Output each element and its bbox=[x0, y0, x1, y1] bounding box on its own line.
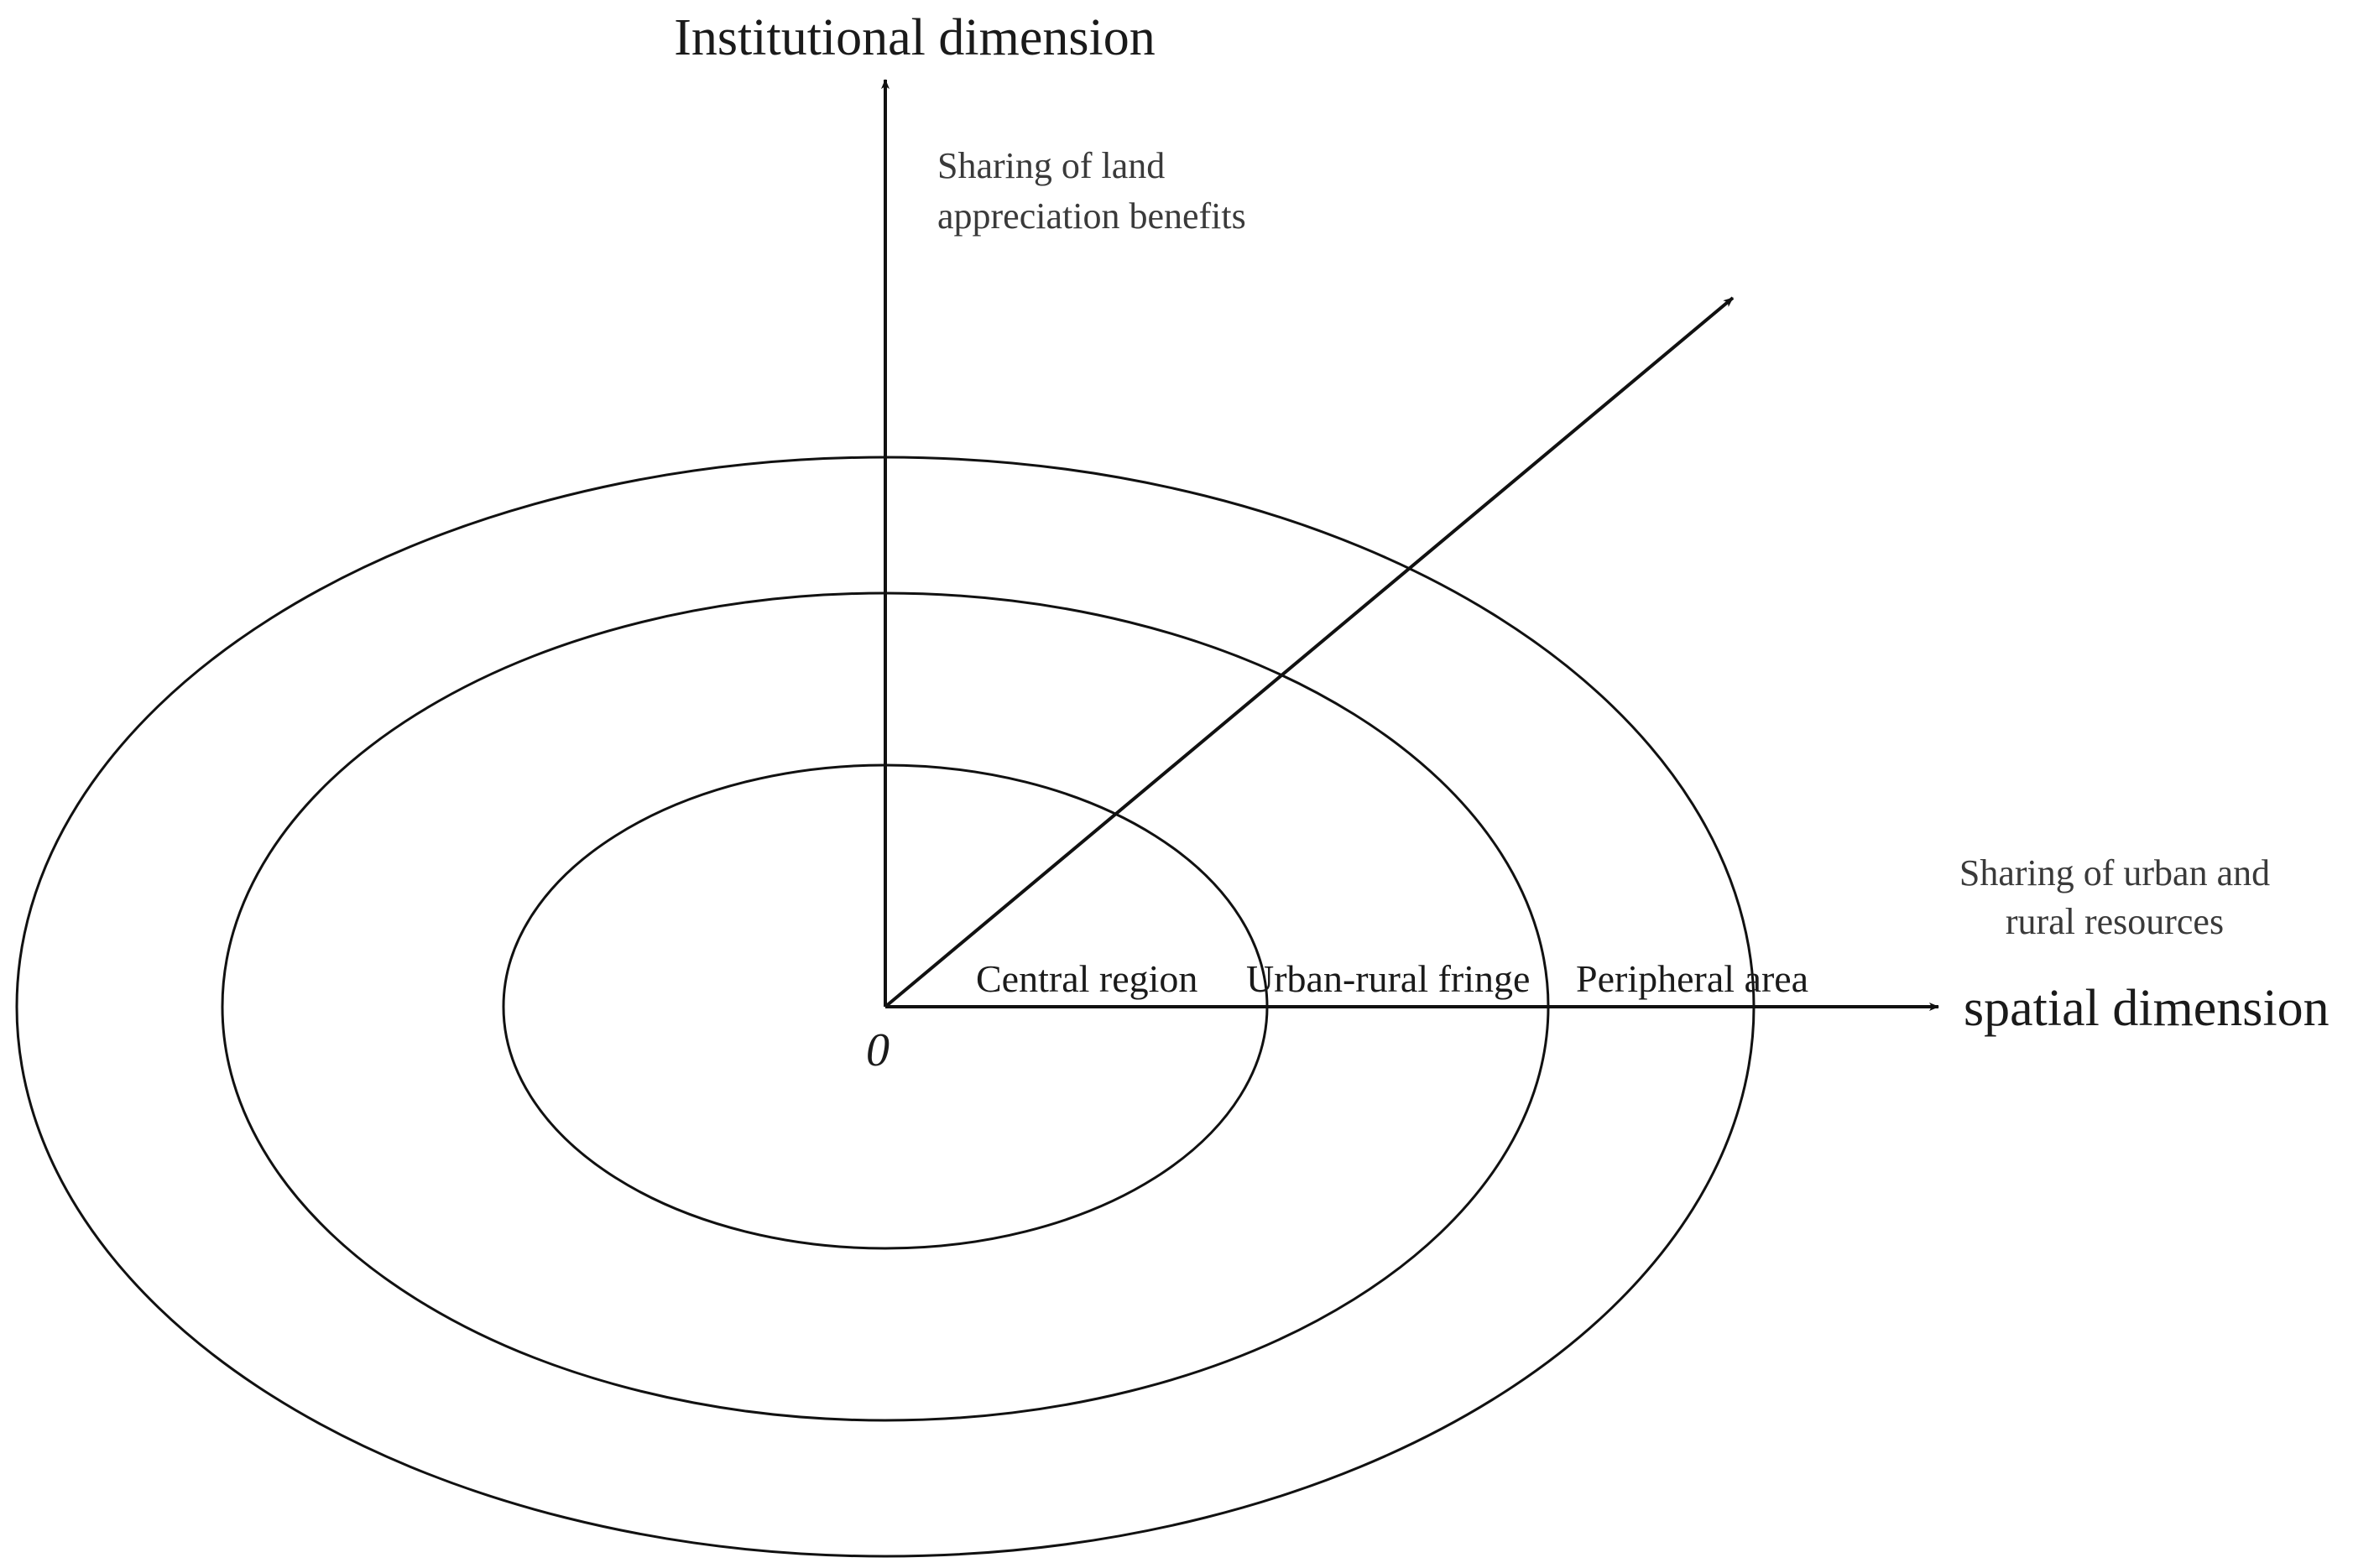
region-label-central: Central region bbox=[976, 957, 1197, 1000]
vertical-axis-subtitle-line-2: appreciation benefits bbox=[937, 195, 1246, 237]
horizontal-axis-subtitle-line-2: rural resources bbox=[2006, 901, 2224, 942]
horizontal-axis-subtitle-line-1: Sharing of urban and bbox=[1959, 852, 2270, 893]
origin-label: 0 bbox=[866, 1024, 890, 1076]
vertical-axis-subtitle-line-1: Sharing of land bbox=[937, 145, 1165, 186]
region-label-fringe: Urban-rural fringe bbox=[1246, 957, 1530, 1000]
vertical-axis-title: Institutional dimension bbox=[674, 9, 1155, 66]
region-label-peripheral: Peripheral area bbox=[1576, 957, 1808, 1000]
horizontal-axis-title: spatial dimension bbox=[1964, 980, 2329, 1037]
diagonal-axis-arrow bbox=[884, 296, 1735, 1008]
